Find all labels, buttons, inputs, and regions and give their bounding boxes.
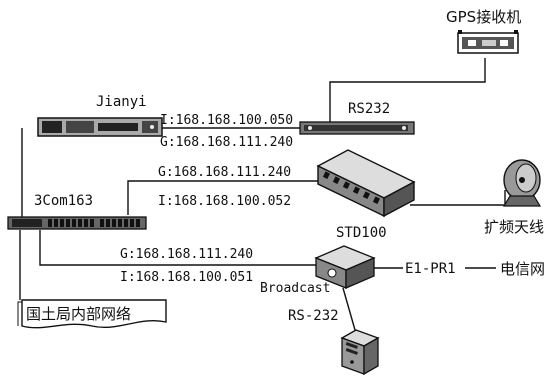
telecom-label: 电信网	[500, 260, 545, 278]
gps-receiver-icon	[458, 30, 518, 53]
satellite-antenna-icon	[504, 160, 540, 206]
std100-label: STD100	[336, 225, 387, 241]
jianyi-ip-i: I:168.168.100.050	[160, 113, 293, 128]
broadcast-label: Broadcast	[260, 281, 330, 296]
mid-ip-i: I:168.168.100.052	[158, 194, 291, 209]
gps-label: GPS接收机	[446, 8, 521, 26]
jianyi-label: Jianyi	[96, 94, 147, 110]
rs232-bottom-label: RS-232	[288, 308, 339, 324]
jianyi-device-icon	[38, 118, 162, 136]
3com-label: 3Com163	[34, 193, 93, 209]
rs232-unit-icon	[300, 122, 414, 134]
line-std100-antenna	[410, 190, 505, 205]
rs232-top-label: RS232	[348, 101, 390, 117]
e1-label: E1-PR1	[405, 261, 456, 277]
low-ip-g: G:168.168.111.240	[120, 247, 253, 262]
mid-ip-g: G:168.168.111.240	[158, 165, 291, 180]
line-broadcast-pc	[343, 288, 355, 330]
low-ip-i: I:168.168.100.051	[120, 270, 253, 285]
jianyi-ip-g: G:168.168.111.240	[160, 135, 293, 150]
std100-device-icon	[318, 150, 414, 216]
3com-switch-icon	[8, 217, 146, 229]
antenna-label: 扩频天线	[484, 218, 544, 236]
bureau-label: 国土局内部网络	[26, 305, 131, 323]
pc-tower-icon	[342, 330, 378, 374]
